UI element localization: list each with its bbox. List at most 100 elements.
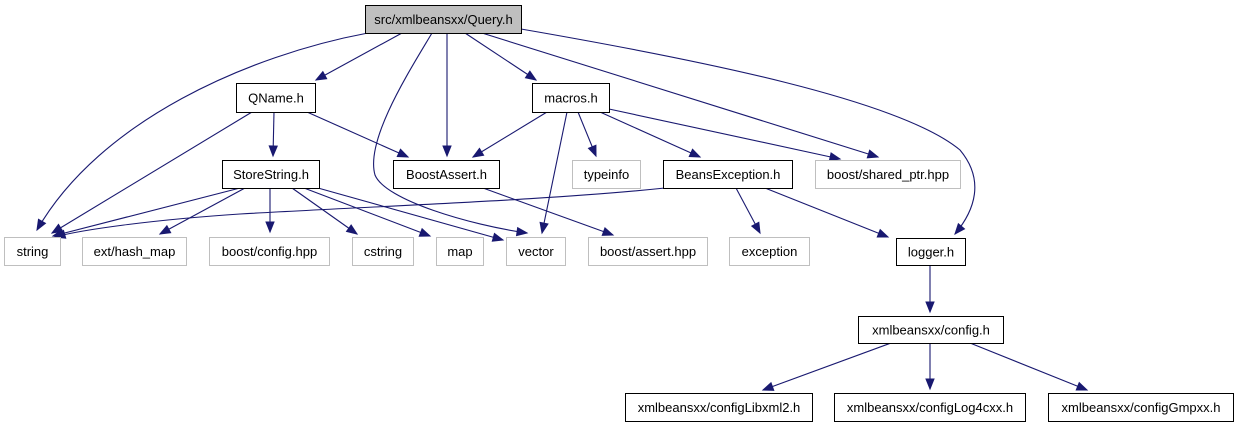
arrowhead-icon [345, 224, 359, 235]
edge-boostassert-to-boostasserthpp [482, 187, 615, 236]
arrowhead-icon [265, 221, 275, 234]
edge-query-to-boostassert [442, 33, 452, 158]
arrowhead-icon [828, 152, 842, 162]
edge-config-to-gmpxx [969, 342, 1089, 391]
edge-line [541, 111, 568, 234]
arrowhead-icon [524, 70, 538, 81]
arrowhead-icon [314, 70, 328, 81]
node-label: ext/hash_map [94, 244, 176, 259]
node-box [365, 5, 522, 34]
edge-line [969, 342, 1088, 391]
node-box [663, 160, 793, 189]
node-string: string [4, 237, 61, 266]
node-label: StoreString.h [233, 167, 309, 182]
edge-query-to-macros [464, 32, 538, 81]
node-label: boost/assert.hpp [600, 244, 696, 259]
node-sharedptr: boost/shared_ptr.hpp [815, 160, 961, 189]
node-label: logger.h [908, 245, 954, 260]
node-box [236, 83, 316, 113]
arrowhead-icon [396, 148, 410, 158]
arrowhead-icon [268, 145, 278, 158]
edge-line [520, 28, 976, 235]
node-config[interactable]: xmlbeansxx/config.h [858, 316, 1004, 344]
node-boostassert[interactable]: BoostAssert.h [393, 160, 500, 189]
node-box [896, 238, 966, 266]
arrowhead-icon [442, 145, 452, 158]
arrowhead-icon [925, 378, 935, 391]
arrowhead-icon [36, 218, 47, 232]
edge-macros-to-beansexception [599, 111, 702, 158]
arrowhead-icon [601, 226, 615, 236]
edge-storestring-to-hashmap [158, 187, 246, 235]
node-label: vector [518, 244, 554, 259]
node-box [352, 237, 414, 266]
node-box [82, 237, 187, 266]
edge-line [36, 32, 369, 231]
edge-line [599, 111, 701, 158]
node-beansexception[interactable]: BeansException.h [663, 160, 793, 189]
edge-query-to-logger [520, 28, 976, 236]
edge-storestring-to-string [51, 187, 241, 238]
arrowhead-icon [539, 221, 549, 235]
edge-storestring-to-boostconfig [265, 188, 275, 234]
arrowhead-icon [418, 227, 432, 237]
arrowhead-icon [158, 224, 172, 235]
edge-storestring-to-vector [317, 187, 505, 242]
node-label: map [447, 244, 472, 259]
node-gmpxx[interactable]: xmlbeansxx/configGmpxx.h [1048, 393, 1234, 422]
node-label: xmlbeansxx/configLibxml2.h [638, 400, 801, 415]
node-label: boost/config.hpp [222, 244, 317, 259]
edge-qname-to-boostassert [306, 111, 410, 158]
edge-line [472, 111, 548, 158]
node-label: QName.h [248, 91, 304, 106]
edge-config-to-log4cxx [925, 343, 935, 391]
node-label: macros.h [544, 91, 597, 106]
edge-storestring-to-cstring [291, 187, 359, 235]
arrowhead-icon [471, 147, 485, 158]
node-label: exception [742, 244, 798, 259]
edge-beansexception-to-string [53, 187, 666, 239]
node-boostasserthpp: boost/assert.hpp [588, 237, 708, 266]
edge-beansexception-to-logger [764, 187, 890, 238]
node-exception: exception [729, 237, 810, 266]
arrowhead-icon [954, 222, 966, 236]
node-query[interactable]: src/xmlbeansxx/Query.h [365, 5, 522, 34]
arrowhead-icon [587, 144, 597, 158]
edge-line [52, 187, 241, 237]
edge-macros-to-sharedptr [608, 108, 842, 162]
node-box [506, 237, 566, 266]
edge-line [51, 111, 253, 234]
node-box [532, 83, 610, 113]
edge-line [608, 108, 841, 160]
edge-line [315, 32, 403, 81]
node-qname[interactable]: QName.h [236, 83, 316, 113]
node-libxml2[interactable]: xmlbeansxx/configLibxml2.h [625, 393, 813, 422]
node-logger[interactable]: logger.h [896, 238, 966, 266]
edge-query-to-vector [373, 32, 529, 237]
node-log4cxx[interactable]: xmlbeansxx/configLog4cxx.h [834, 393, 1026, 422]
arrowhead-icon [491, 232, 505, 242]
edge-line [481, 32, 879, 158]
edge-line [482, 187, 614, 236]
edge-storestring-to-map [303, 187, 432, 237]
node-box [209, 237, 330, 266]
edges-layer [36, 28, 1089, 391]
node-label: src/xmlbeansxx/Query.h [374, 12, 512, 27]
arrowhead-icon [688, 148, 702, 158]
node-storestring[interactable]: StoreString.h [222, 160, 320, 189]
node-box [4, 237, 61, 266]
node-macros[interactable]: macros.h [532, 83, 610, 113]
edge-line [764, 187, 889, 238]
node-box [588, 237, 708, 266]
edge-qname-to-storestring [268, 111, 278, 158]
edge-line [291, 187, 358, 235]
edge-line [762, 342, 892, 391]
edge-line [464, 32, 537, 81]
node-typeinfo: typeinfo [572, 160, 641, 189]
edge-beansexception-to-exception [735, 187, 761, 235]
arrowhead-icon [925, 301, 935, 314]
arrowhead-icon [515, 226, 529, 237]
edge-line [317, 187, 504, 241]
